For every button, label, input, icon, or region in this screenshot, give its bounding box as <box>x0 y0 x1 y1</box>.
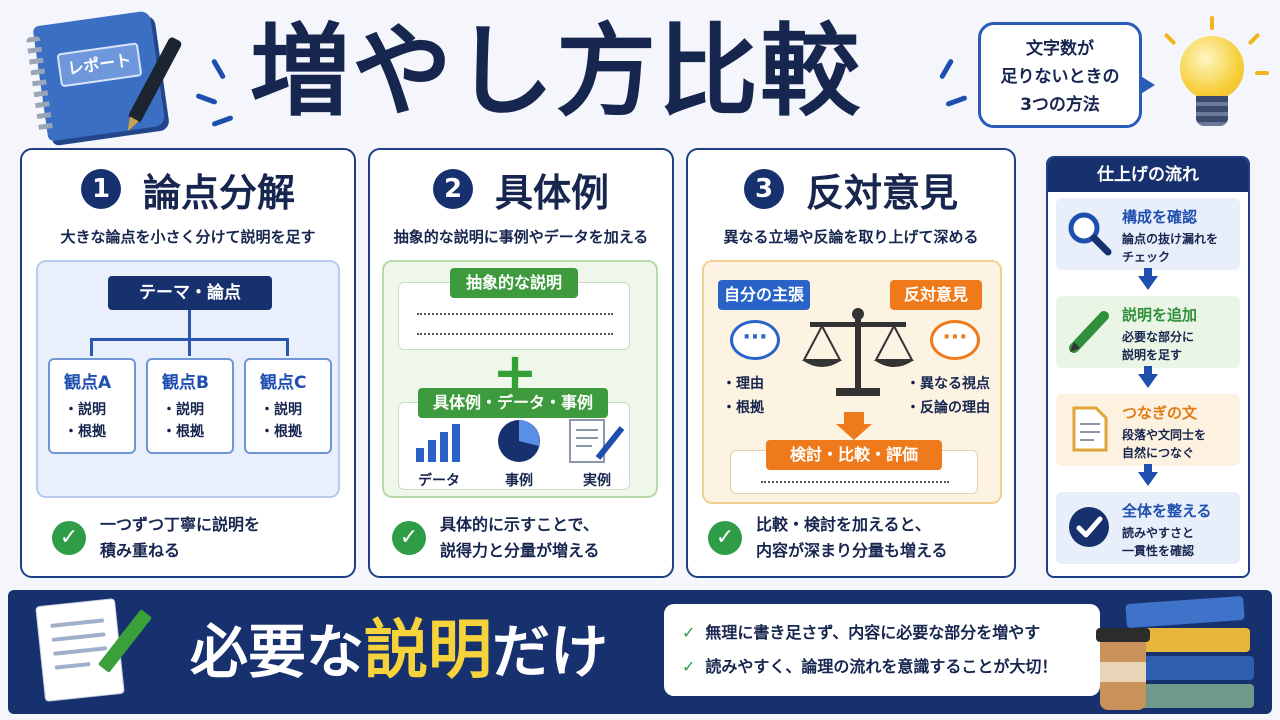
view-box-b: 観点B ・説明 ・根拠 <box>146 358 234 454</box>
check-icon: ✓ <box>708 521 742 555</box>
card-title: 具体例 <box>494 170 609 215</box>
card-title: 論点分解 <box>142 170 295 215</box>
coffee-cup-icon <box>1096 628 1150 710</box>
opposing-tag: 反対意見 <box>890 280 982 310</box>
check-icon: ✓ <box>392 521 426 555</box>
connector-line <box>90 338 93 356</box>
card-subtitle: 大きな論点を小さく分けて説明を足す <box>60 228 316 246</box>
magnifier-icon <box>1068 212 1112 256</box>
opposing-items: ・異なる視点 ・反論の理由 <box>906 376 990 416</box>
arrow-down-icon <box>1138 268 1158 290</box>
banner-headline: 必要な説明だけ <box>190 614 609 688</box>
own-items: ・理由 ・根拠 <box>722 376 764 416</box>
note-row: ✓無理に書き足さず、内容に必要な部分を増やす <box>682 623 1041 642</box>
flow-step-finalize: 全体を整える 読みやすさと 一貫性を確認 <box>1056 492 1240 564</box>
card-subtitle: 抽象的な説明に事例やデータを加える <box>393 228 649 246</box>
card-footer: ✓ 一つずつ丁寧に説明を 積み重ねる <box>52 512 260 564</box>
spark-icon <box>210 58 227 80</box>
flow-step-transition: つなぎの文 段落や文同士を 自然につなぐ <box>1056 394 1240 466</box>
check-circle-icon <box>1069 507 1109 547</box>
spark-icon <box>945 94 968 108</box>
arrow-down-icon <box>1138 464 1158 486</box>
lightbulb-base <box>1196 96 1228 126</box>
document-icon <box>1072 406 1108 452</box>
spark-icon <box>938 58 955 80</box>
note-row: ✓読みやすく、論理の流れを意識することが大切！ <box>682 657 1058 676</box>
check-icon: ✓ <box>52 521 86 555</box>
number-badge: 2 <box>432 169 473 209</box>
card-footer: ✓ 具体的に示すことで、 説得力と分量が増える <box>392 512 600 564</box>
bar-chart-icon <box>416 424 460 462</box>
pencil-icon <box>1069 311 1109 353</box>
card-footer: ✓ 比較・検討を加えると、 内容が深まり分量も増える <box>708 512 948 564</box>
scale-icon <box>802 308 914 396</box>
notebook-label: レポート <box>56 42 143 88</box>
own-claim-tag: 自分の主張 <box>718 280 810 310</box>
card-title: 反対意見 <box>805 170 958 215</box>
example-diagram: 抽象的な説明 + 具体例・データ・事例 データ 事例 実例 <box>382 260 658 498</box>
card-opposing-view: 3 反対意見 異なる立場や反論を取り上げて深める 自分の主張 反対意見 ··· … <box>686 148 1016 578</box>
icon-label-data: データ <box>418 473 460 489</box>
card-concrete-example: 2 具体例 抽象的な説明に事例やデータを加える 抽象的な説明 + 具体例・データ… <box>368 148 674 578</box>
speech-bubble: 文字数が 足りないときの 3つの方法 <box>978 22 1155 128</box>
card-topic-breakdown: 1 論点分解 大きな論点を小さく分けて説明を足す テーマ・論点 観点A ・説明 … <box>20 148 356 578</box>
banner-notes: ✓無理に書き足さず、内容に必要な部分を増やす ✓読みやすく、論理の流れを意識する… <box>664 604 1100 696</box>
flow-step-structure: 構成を確認 論点の抜け漏れを チェック <box>1056 198 1240 270</box>
connector-line <box>286 338 289 356</box>
flow-step-add-explanation: 説明を追加 必要な部分に 説明を足す <box>1056 296 1240 368</box>
ray-icon <box>1247 32 1261 46</box>
notebook-icon: レポート <box>25 10 166 142</box>
ray-icon <box>1163 32 1177 46</box>
finishing-flow-panel: 仕上げの流れ 構成を確認 論点の抜け漏れを チェック 説明を追加 必要な部分に … <box>1046 156 1250 578</box>
connector-line <box>188 338 191 356</box>
check-icon: ✓ <box>682 657 696 676</box>
page-title: 増やし方比較 <box>250 13 862 130</box>
pie-chart-icon <box>498 420 540 462</box>
document-pencil-icon <box>569 419 625 463</box>
spark-icon <box>195 92 218 106</box>
result-tag: 検討・比較・評価 <box>766 440 942 470</box>
card-subtitle: 異なる立場や反論を取り上げて深める <box>723 228 979 246</box>
number-badge: 3 <box>743 169 784 209</box>
chat-bubble-icon: ··· <box>730 320 780 360</box>
connector-line <box>188 310 191 340</box>
number-badge: 1 <box>80 169 121 209</box>
lightbulb-icon <box>1180 36 1244 100</box>
icon-label-example: 実例 <box>583 473 611 489</box>
check-icon: ✓ <box>682 623 696 642</box>
ray-icon <box>1255 71 1269 75</box>
view-box-c: 観点C ・説明 ・根拠 <box>244 358 332 454</box>
icon-label-case: 事例 <box>505 473 533 489</box>
ray-icon <box>1210 16 1214 30</box>
view-box-a: 観点A ・説明 ・根拠 <box>48 358 136 454</box>
spark-icon <box>211 114 234 128</box>
opposing-diagram: 自分の主張 反対意見 ··· ··· ・理由 ・根拠 ・異なる視点 ・反論の理由… <box>702 260 1002 504</box>
flow-title: 仕上げの流れ <box>1048 158 1248 192</box>
concrete-tag: 具体例・データ・事例 <box>418 388 608 418</box>
arrow-down-icon <box>844 412 864 424</box>
chat-bubble-icon: ··· <box>930 320 980 360</box>
arrow-down-icon <box>1138 366 1158 388</box>
abstract-tag: 抽象的な説明 <box>450 268 578 298</box>
theme-box: テーマ・論点 <box>108 276 272 310</box>
breakdown-diagram: テーマ・論点 観点A ・説明 ・根拠 観点B ・説明 ・根拠 観点C ・説明 ・… <box>36 260 340 498</box>
